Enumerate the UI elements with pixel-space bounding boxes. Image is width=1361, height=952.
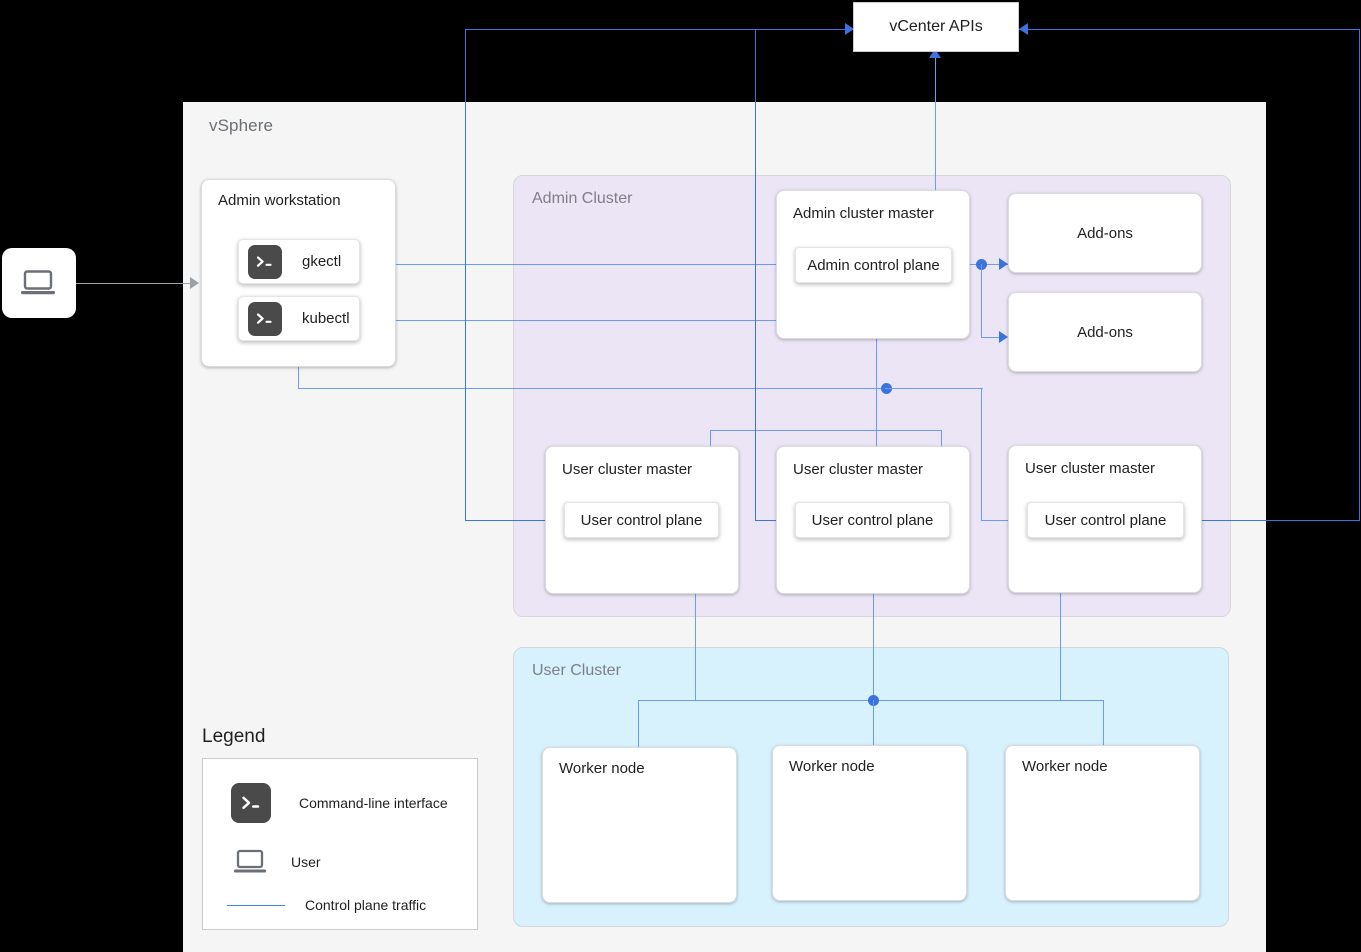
worker-node-card-1[interactable]: Worker node (542, 747, 737, 903)
admin-control-plane-box[interactable]: Admin control plane (795, 247, 952, 283)
connector-bus-to-first-master-top (710, 430, 886, 431)
worker-node-title-3: Worker node (1022, 758, 1108, 775)
kubectl-label: kubectl (302, 310, 350, 327)
addons-card-2[interactable]: Add-ons (1008, 292, 1202, 372)
connector-addons-two-entry (981, 337, 1001, 338)
admin-cluster-label: Admin Cluster (532, 190, 633, 207)
connector-user-to-workstation (76, 283, 192, 284)
connector-right-rail-to-vcenter (1019, 29, 1360, 30)
connector-bus-to-third-master (885, 388, 983, 389)
connector-right-rail-vertical (1359, 29, 1360, 521)
connector-third-master-drop (981, 388, 982, 520)
terminal-icon (248, 301, 282, 336)
arrowhead-to-addons-two (999, 331, 1008, 343)
user-control-plane-label-2: User control plane (811, 511, 934, 529)
user-control-plane-label-1: User control plane (580, 511, 703, 529)
connector-third-user-control-plane-out (1185, 520, 1360, 521)
vcenter-apis-box[interactable]: vCenter APIs (853, 2, 1019, 52)
admin-cluster-master-title: Admin cluster master (793, 205, 934, 222)
arrowhead-user-to-workstation (190, 277, 199, 289)
terminal-icon (231, 783, 271, 823)
connector-left-rail-to-first-user-control-plane (465, 520, 590, 521)
connector-second-rail-top (755, 29, 855, 30)
connector-addons-two-drop (981, 264, 982, 337)
terminal-icon (248, 244, 282, 279)
connector-left-rail-to-vcenter (465, 29, 855, 30)
worker-node-title-1: Worker node (559, 760, 645, 777)
connector-bus-horizontal (298, 388, 886, 389)
admin-workstation-title: Admin workstation (218, 192, 341, 209)
kubectl-card[interactable]: kubectl (238, 296, 360, 341)
connector-second-user-control-plane-down (873, 537, 874, 700)
vcenter-apis-label: vCenter APIs (889, 18, 983, 35)
user-control-plane-box-1[interactable]: User control plane (564, 502, 719, 538)
legend-label-cli: Command-line interface (299, 795, 448, 811)
line-swatch-icon (227, 904, 285, 906)
laptop-icon (21, 270, 55, 295)
legend-box: Command-line interface User Control plan… (202, 758, 478, 930)
connector-worker-three-drop (1103, 700, 1104, 755)
admin-control-plane-label: Admin control plane (807, 256, 940, 274)
connector-worker-one-drop (638, 700, 639, 755)
user-control-plane-label-3: User control plane (1044, 511, 1167, 529)
connector-kubectl-horizontal (359, 320, 876, 321)
connector-first-user-control-plane-down (695, 537, 696, 700)
legend-item-user: User (233, 849, 321, 875)
arrowhead-to-addons-one (999, 258, 1008, 270)
worker-node-card-3[interactable]: Worker node (1005, 745, 1200, 901)
connector-bus-to-second-master-top (885, 430, 942, 431)
connector-third-master-entry (981, 520, 1021, 521)
legend-label-user: User (291, 854, 321, 870)
arrowhead-admin-control-plane-to-vcenter (929, 49, 941, 58)
user-control-plane-box-3[interactable]: User control plane (1027, 502, 1184, 538)
legend-item-cli: Command-line interface (231, 783, 448, 823)
addons-card-1[interactable]: Add-ons (1008, 193, 1202, 273)
connector-left-rail-vertical (465, 29, 466, 521)
user-laptop-chip[interactable] (2, 248, 76, 318)
laptop-icon (234, 849, 266, 873)
legend-label-traffic: Control plane traffic (305, 897, 427, 913)
connector-third-user-control-plane-down (1060, 537, 1061, 700)
user-cluster-master-title-3: User cluster master (1025, 460, 1156, 477)
vsphere-label: vSphere (209, 116, 274, 135)
addons-label-1: Add-ons (1077, 225, 1133, 242)
gkectl-label: gkectl (302, 253, 342, 270)
connector-worker-two-drop (873, 700, 874, 755)
user-cluster-label: User Cluster (532, 662, 621, 679)
user-cluster-master-title-2: User cluster master (793, 461, 924, 478)
connector-admin-control-plane-to-vcenter (935, 57, 936, 249)
user-cluster-master-title-1: User cluster master (562, 461, 693, 478)
worker-node-card-2[interactable]: Worker node (772, 745, 967, 901)
user-control-plane-box-2[interactable]: User control plane (795, 502, 950, 538)
connector-admin-control-plane-spine (876, 283, 877, 488)
legend-title: Legend (202, 726, 266, 747)
addons-label-2: Add-ons (1077, 324, 1133, 341)
connector-gkectl-to-admin-control-plane (359, 264, 789, 265)
arrowhead-right-rail-to-vcenter (1019, 23, 1028, 35)
legend-item-traffic: Control plane traffic (227, 897, 426, 913)
connector-second-rail-vertical (755, 29, 756, 521)
gkectl-card[interactable]: gkectl (238, 239, 360, 284)
worker-node-title-2: Worker node (789, 758, 875, 775)
